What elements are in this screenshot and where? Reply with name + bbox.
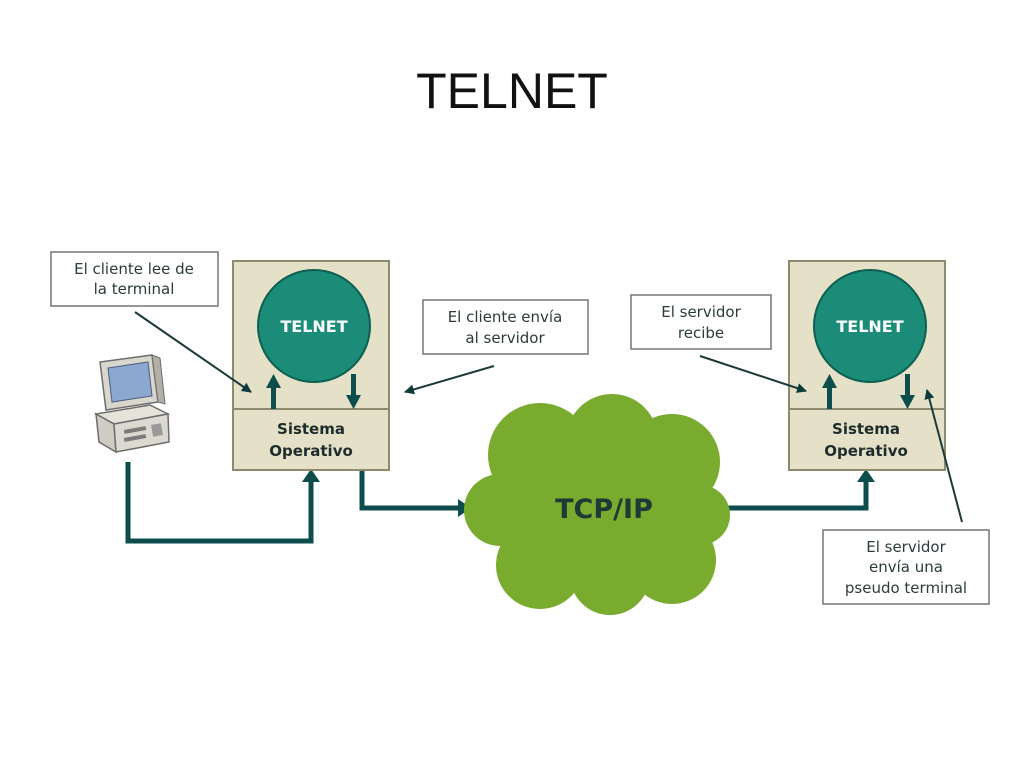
callout-client-sends-line1: El cliente envía (448, 308, 563, 326)
client-up-arrow (271, 386, 276, 409)
callout-server-receives-line1: El servidor (661, 303, 741, 321)
client-os-label-line2: Operativo (269, 442, 353, 460)
client-telnet-label: TELNET (280, 317, 347, 336)
arrowhead-client-os (302, 469, 320, 482)
callout-client-reads-line2: la terminal (94, 280, 175, 298)
network-to-server-os-line (724, 478, 869, 511)
client-telnet-circle (257, 269, 371, 383)
server-os-box (788, 408, 946, 471)
server-up-arrow (827, 386, 832, 409)
server-os-label-line1: Sistema (832, 420, 900, 438)
callout-client-reads: El cliente lee de la terminal (50, 251, 252, 393)
client-os-box (232, 408, 390, 471)
server-down-arrow (905, 374, 910, 396)
server-telnet-label: TELNET (836, 317, 903, 336)
callout-client-sends: El cliente envía al servidor (404, 299, 589, 395)
callout-server-sends-line2: envía una (869, 558, 943, 576)
arrowhead-server-os (857, 469, 875, 482)
server-stack: TELNET Sistema Operativo (788, 260, 946, 471)
callout-server-receives-line2: recibe (678, 324, 724, 342)
client-os-to-network-line (359, 470, 460, 511)
callout-server-sends-pointer (924, 389, 963, 523)
page-title: TELNET (416, 63, 608, 119)
callout-server-receives-pointer (699, 355, 807, 393)
client-stack: TELNET Sistema Operativo (232, 260, 390, 471)
computer-terminal-icon (93, 354, 171, 454)
callout-server-receives: El servidor recibe (630, 294, 807, 393)
callout-client-sends-line2: al servidor (465, 329, 545, 347)
callout-client-reads-line1: El cliente lee de (74, 260, 194, 278)
terminal-to-client-os-line (125, 462, 314, 544)
callout-client-sends-pointer (404, 365, 495, 395)
tcp-ip-label: TCP/IP (555, 494, 653, 525)
tcp-ip-cloud: TCP/IP (464, 394, 730, 615)
server-os-label-line2: Operativo (824, 442, 908, 460)
connection-lines (125, 462, 869, 544)
callout-server-sends-line3: pseudo terminal (845, 579, 967, 597)
server-telnet-circle (813, 269, 927, 383)
client-down-arrow (351, 374, 356, 396)
client-os-label-line1: Sistema (277, 420, 345, 438)
callout-server-sends-line1: El servidor (866, 538, 946, 556)
callout-client-reads-pointer (134, 311, 252, 393)
callout-server-sends: El servidor envía una pseudo terminal (822, 389, 990, 605)
